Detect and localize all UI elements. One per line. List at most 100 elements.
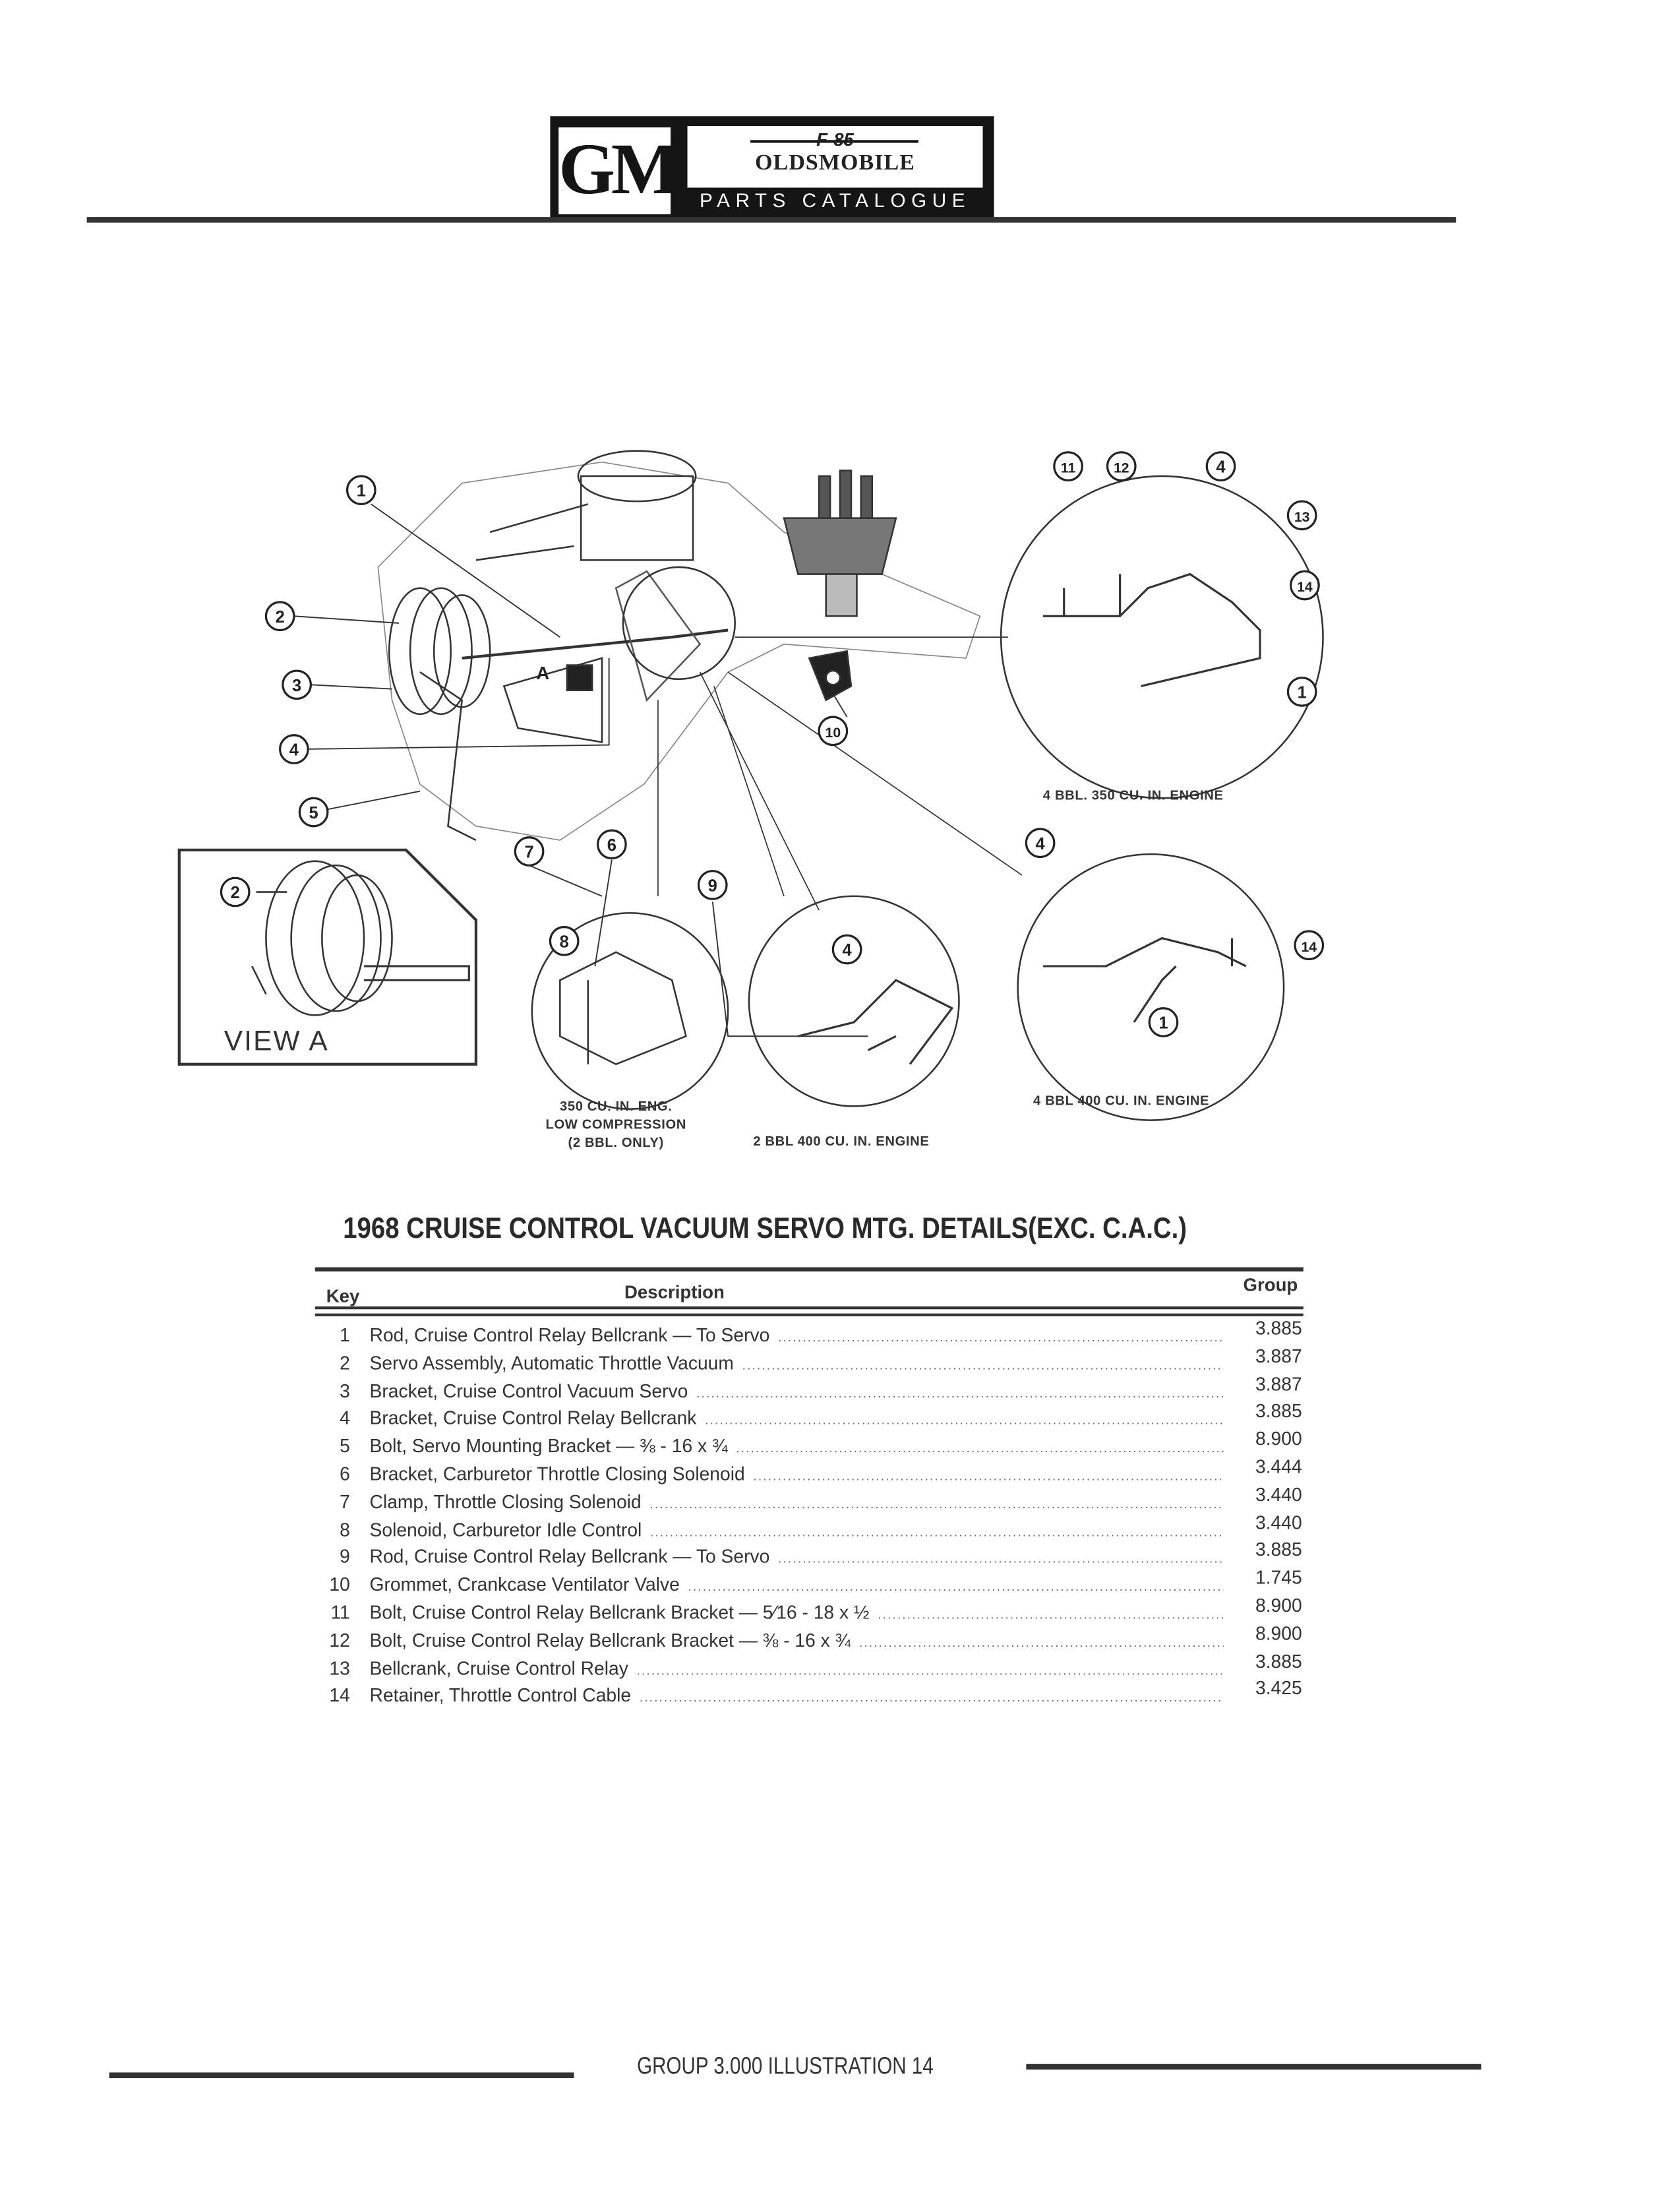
- callout-number: 7: [525, 843, 534, 862]
- callout-circle: [298, 797, 329, 828]
- callout-number: 4: [1036, 835, 1046, 853]
- row-description: Bracket, Cruise Control Relay Bellcrank: [369, 1407, 697, 1429]
- callout-1: 1: [345, 475, 376, 505]
- row-key: 8: [340, 1518, 350, 1540]
- row-group: 3.887: [1255, 1345, 1302, 1366]
- callout-number: 14: [1301, 940, 1317, 955]
- callout-number: 4: [1216, 458, 1226, 477]
- leader-dots: ........................................…: [778, 1330, 1224, 1345]
- row-key: 3: [340, 1380, 350, 1401]
- callout-number: 5: [309, 804, 318, 822]
- callout-circle: [1053, 451, 1083, 481]
- row-group: 8.900: [1255, 1622, 1302, 1644]
- callout-number: 9: [708, 876, 717, 895]
- leader-dots: ........................................…: [688, 1579, 1224, 1594]
- row-description-wrap: Bolt, Cruise Control Relay Bellcrank Bra…: [370, 1602, 1224, 1627]
- callout-1: 1: [1286, 677, 1317, 707]
- callout-number: 2: [231, 884, 240, 902]
- caption-2bbl-400: 2 BBL 400 CU. IN. ENGINE: [753, 1134, 930, 1150]
- callout-circle: [345, 475, 376, 505]
- page-title: 1968 CRUISE CONTROL VACUUM SERVO MTG. DE…: [343, 1212, 1187, 1245]
- table-row: 8 Solenoid, Carburetor Idle Control......…: [319, 1512, 1305, 1545]
- header-key: Key: [326, 1285, 360, 1307]
- callout-8: 8: [549, 926, 580, 956]
- caption-350-low-compression: 350 CU. IN. ENG. LOW COMPRESSION (2 BBL.…: [532, 1098, 700, 1153]
- row-description-wrap: Bellcrank, Cruise Control Relay.........…: [370, 1657, 1224, 1682]
- footer-rule-left: [109, 2072, 574, 2078]
- callout-circle: [1148, 1007, 1179, 1037]
- callout-4: 4: [279, 734, 309, 764]
- caption-line: LOW COMPRESSION: [545, 1117, 687, 1133]
- callout-circle: [1286, 677, 1317, 707]
- callout-number: 14: [1297, 580, 1313, 595]
- row-key: 11: [330, 1602, 350, 1623]
- view-a-label: VIEW A: [224, 1026, 329, 1058]
- caption-4bbl-350: 4 BBL. 350 CU. IN. ENGINE: [1042, 788, 1224, 804]
- f85-logo: F-85: [816, 129, 854, 150]
- leader-dots: ........................................…: [753, 1469, 1224, 1483]
- callout-circle: [282, 669, 312, 700]
- row-description-wrap: Bracket, Carburetor Throttle Closing Sol…: [370, 1463, 1224, 1488]
- callout-circle: [831, 934, 862, 965]
- callout-circle: [264, 601, 295, 632]
- callout-circle: [549, 926, 580, 956]
- caption-4bbl-400: 4 BBL 400 CU. IN. ENGINE: [1033, 1093, 1210, 1109]
- callout-3: 3: [282, 669, 312, 700]
- callout-number: 4: [289, 741, 299, 760]
- row-description-wrap: Rod, Cruise Control Relay Bellcrank — To…: [370, 1325, 1224, 1350]
- leader-dots: ........................................…: [650, 1524, 1224, 1539]
- leader-dots: ........................................…: [705, 1413, 1224, 1428]
- row-description-wrap: Servo Assembly, Automatic Throttle Vacuu…: [370, 1353, 1224, 1378]
- row-description: Bolt, Servo Mounting Bracket — ⅜ - 16 x …: [369, 1435, 728, 1457]
- row-key: 9: [340, 1546, 350, 1568]
- row-key: 14: [329, 1685, 350, 1707]
- callout-number: 1: [357, 482, 366, 501]
- row-group: 3.885: [1255, 1539, 1302, 1561]
- row-description-wrap: Bracket, Cruise Control Relay Bellcrank.…: [370, 1408, 1224, 1433]
- row-group: 3.887: [1255, 1373, 1302, 1394]
- row-group: 1.745: [1255, 1567, 1302, 1589]
- callout-circle: [1286, 500, 1317, 531]
- callout-number: 1: [1298, 683, 1307, 702]
- row-description: Rod, Cruise Control Relay Bellcrank — To…: [369, 1546, 770, 1568]
- row-group: 3.885: [1255, 1401, 1302, 1422]
- callout-6: 6: [597, 829, 627, 860]
- row-group: 3.444: [1255, 1456, 1302, 1478]
- callout-number: 8: [560, 933, 569, 951]
- callout-14: 14: [1290, 570, 1320, 601]
- row-description: Grommet, Crankcase Ventilator Valve: [369, 1574, 680, 1595]
- header-rule-2: [315, 1313, 1304, 1316]
- row-description: Retainer, Throttle Control Cable: [369, 1685, 632, 1707]
- table-top-rule: [315, 1267, 1304, 1271]
- table-row: 9 Rod, Cruise Control Relay Bellcrank — T…: [319, 1539, 1305, 1573]
- callout-2: 2: [220, 876, 251, 907]
- footer-rule-right: [1026, 2064, 1482, 2070]
- leader-dots: ........................................…: [778, 1552, 1224, 1566]
- row-key: 4: [340, 1407, 350, 1429]
- callout-9: 9: [697, 870, 728, 900]
- callout-13: 13: [1286, 500, 1317, 531]
- row-key: 13: [329, 1657, 350, 1678]
- row-description-wrap: Solenoid, Carburetor Idle Control.......…: [370, 1519, 1224, 1544]
- footer-label: GROUP 3.000 ILLUSTRATION 14: [637, 2052, 934, 2080]
- leader-dots: ........................................…: [696, 1386, 1224, 1400]
- table-row: 4 Bracket, Cruise Control Relay Bellcrank…: [319, 1401, 1305, 1434]
- callout-circle: [1294, 930, 1325, 961]
- view-a-marker: A: [536, 662, 550, 684]
- row-key: 5: [340, 1435, 350, 1457]
- row-description-wrap: Retainer, Throttle Control Cable........…: [370, 1685, 1224, 1710]
- callout-7: 7: [514, 836, 545, 867]
- callout-10: 10: [818, 716, 849, 747]
- header-rule-1: [315, 1306, 1304, 1310]
- callout-circle: [1290, 570, 1320, 601]
- row-description-wrap: Grommet, Crankcase Ventilator Valve.....…: [370, 1574, 1224, 1599]
- leader-dots: ........................................…: [636, 1663, 1224, 1677]
- row-group: 3.440: [1255, 1484, 1302, 1506]
- leader-dots: ........................................…: [742, 1358, 1224, 1372]
- callout-4: 4: [831, 934, 862, 965]
